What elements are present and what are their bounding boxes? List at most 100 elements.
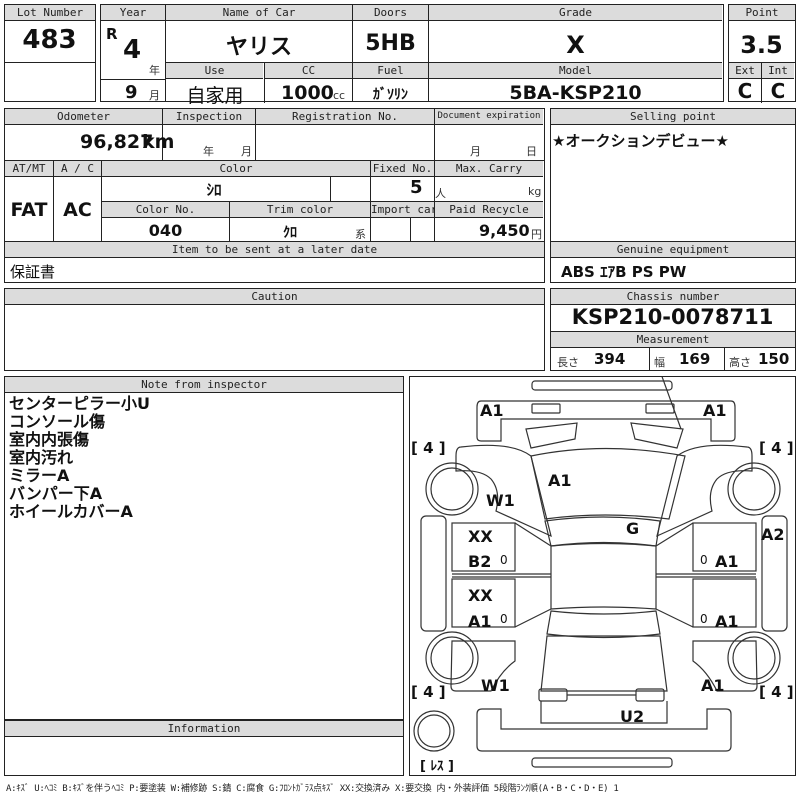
divider — [434, 109, 435, 160]
inspector-note-label: Note from inspector — [5, 377, 403, 393]
divider — [5, 62, 95, 63]
doors-value: 5HB — [365, 31, 416, 56]
lot-number-panel: Lot Number 483 — [4, 4, 96, 102]
damage-rear-left-fender: W1 — [481, 676, 510, 695]
inspection-label: Inspection — [163, 109, 255, 125]
divider — [101, 79, 165, 80]
divider — [255, 109, 256, 160]
tire-tread-rl: [ 4 ] — [411, 683, 446, 701]
paid-recycle-value: 9,450 — [479, 221, 530, 240]
damage-front-left-fender: W1 — [486, 491, 515, 510]
divider — [410, 218, 411, 241]
door-mark-rr: 0 — [700, 612, 708, 626]
car-name-value: ヤリス — [225, 35, 292, 60]
details-panel: Odometer Inspection Registration No. Doc… — [4, 108, 545, 283]
vehicle-info-panel: Year R 4 年 9 月 Name of Car ヤリス Doors 5HB… — [100, 4, 724, 107]
color-no-value: 040 — [148, 221, 183, 240]
divider — [162, 109, 163, 160]
damage-left-rear-door: A1 — [468, 612, 492, 631]
caution-panel: Caution — [4, 288, 545, 371]
note-line: バンパー下A — [9, 484, 103, 503]
damage-right-rear-door: A1 — [715, 612, 739, 631]
year-unit: 年 — [149, 64, 160, 77]
inspector-note-panel: Note from inspector センターピラー小U コンソール傷 室内内… — [4, 376, 404, 720]
month-value: 9 — [125, 82, 138, 103]
cc-unit: cc — [333, 89, 346, 102]
paid-recycle-unit: 円 — [531, 228, 542, 241]
color-label: Color — [102, 161, 370, 177]
divider — [102, 201, 543, 202]
doors-label: Doors — [353, 5, 428, 21]
divider — [729, 62, 795, 63]
tire-tread-fl: [ 4 ] — [411, 439, 446, 457]
damage-code-legend: A:ｷｽﾞ U:ﾍｺﾐ B:ｷｽﾞを伴うﾍｺﾐ P:要塗装 W:補修跡 S:錆 … — [6, 784, 619, 794]
use-label: Use — [166, 63, 263, 79]
doc-expiration-month-unit: 月 — [470, 145, 481, 158]
fuel-label: Fuel — [353, 63, 428, 79]
information-panel: Information — [4, 720, 404, 776]
divider — [352, 5, 353, 101]
damage-right-side-panel: A2 — [761, 525, 785, 544]
later-items-value: 保証書 — [10, 263, 56, 281]
divider — [551, 331, 795, 332]
fixed-no-label: Fixed No. — [371, 161, 434, 177]
max-carry-unit: kg — [528, 185, 542, 198]
genuine-equipment-value: ABS ｴｱB PS PW — [561, 263, 687, 281]
caution-label: Caution — [5, 289, 544, 305]
information-label: Information — [5, 721, 403, 737]
trim-color-unit: 系 — [355, 228, 366, 241]
divider — [761, 63, 762, 103]
divider — [551, 241, 795, 242]
color-value: ｼﾛ — [206, 181, 222, 199]
lot-number-value: 483 — [22, 25, 77, 55]
damage-left-front-door: B2 — [468, 552, 492, 571]
doc-expiration-day-unit: 日 — [526, 145, 537, 158]
inspection-year-unit: 年 — [203, 145, 214, 158]
genuine-equipment-label: Genuine equipment — [551, 242, 795, 258]
car-damage-diagram: A1 A1 A1 W1 G XX B2 XX A1 A1 A1 A2 W1 A1… — [409, 376, 796, 776]
point-value: 3.5 — [740, 31, 783, 59]
transmission-value: FAT — [10, 199, 48, 221]
doc-expiration-label: Document expiration — [435, 109, 543, 125]
width-value: 169 — [679, 350, 711, 368]
selling-point-value: ★オークションデビュー★ — [552, 132, 729, 150]
ac-label: A / C — [54, 161, 101, 177]
width-label: 幅 — [654, 356, 665, 369]
point-panel: Point 3.5 Ext Int C C — [728, 4, 796, 103]
trim-color-label: Trim color — [230, 202, 370, 218]
door-mark-rf: 0 — [700, 553, 708, 567]
tire-tread-rr: [ 4 ] — [759, 683, 794, 701]
car-name-label: Name of Car — [166, 5, 352, 21]
divider — [165, 5, 166, 101]
divider — [166, 62, 722, 63]
divider — [724, 348, 725, 370]
point-label: Point — [729, 5, 795, 21]
max-carry-label: Max. Carry — [435, 161, 543, 177]
divider — [649, 348, 650, 370]
grade-value: X — [566, 31, 585, 59]
selling-point-panel: Selling point ★オークションデビュー★ Genuine equip… — [550, 108, 796, 283]
divider — [101, 161, 102, 241]
damage-right-front-door: A1 — [715, 552, 739, 571]
year-era: R — [106, 25, 118, 43]
trim-color-value: ｸﾛ — [283, 225, 297, 241]
height-value: 150 — [758, 350, 790, 368]
odometer-unit: km — [142, 131, 175, 153]
note-line: コンソール傷 — [9, 412, 106, 431]
grade-label: Grade — [429, 5, 722, 21]
tire-tread-fr: [ 4 ] — [759, 439, 794, 457]
model-value: 5BA-KSP210 — [509, 82, 642, 104]
length-value: 394 — [594, 350, 626, 368]
odometer-label: Odometer — [5, 109, 162, 125]
use-value: 自家用 — [186, 85, 244, 107]
damage-left-front-door-top: XX — [468, 527, 493, 546]
fixed-no-unit: 人 — [435, 187, 446, 200]
fixed-no-value: 5 — [410, 177, 423, 198]
length-label: 長さ — [557, 356, 579, 369]
paid-recycle-label: Paid Recycle — [435, 202, 543, 218]
ac-value: AC — [63, 199, 92, 221]
fuel-value: ｶﾞｿﾘﾝ — [373, 87, 408, 103]
lot-number-label: Lot Number — [5, 5, 95, 21]
divider — [5, 160, 544, 161]
car-outline-icon — [413, 377, 788, 768]
